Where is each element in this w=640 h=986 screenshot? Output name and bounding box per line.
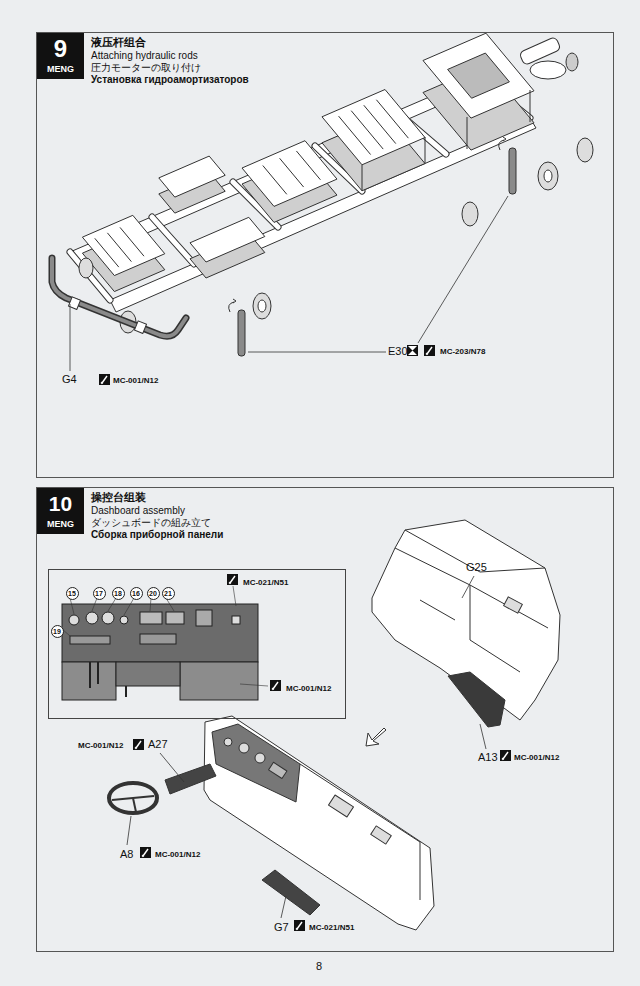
paint-code: MC-001/N12 bbox=[155, 850, 200, 859]
paint-code: MC-001/N12 bbox=[78, 741, 123, 750]
step-badge: 9MENG bbox=[37, 33, 84, 79]
step-title: Dashboard assembly bbox=[91, 505, 185, 517]
leader-line bbox=[127, 753, 286, 918]
part-name: E30 bbox=[388, 345, 408, 358]
step-title: 操控台组装 bbox=[91, 491, 146, 504]
callout-number: 16 bbox=[130, 587, 143, 600]
chassis-drawing bbox=[66, 33, 593, 333]
part-name: G4 bbox=[62, 373, 77, 386]
cut-icon bbox=[408, 346, 418, 356]
part-name: A27 bbox=[148, 738, 168, 751]
paint-icon bbox=[133, 739, 144, 750]
dashboard-assembly bbox=[109, 716, 434, 930]
step-badge: 10MENG bbox=[37, 488, 84, 534]
paint-code: MC-001/N12 bbox=[113, 376, 158, 385]
paint-code: MC-021/N51 bbox=[309, 923, 354, 932]
paint-code: MC-001/N12 bbox=[286, 684, 331, 693]
callout-number: 19 bbox=[51, 625, 64, 638]
part-name: A8 bbox=[120, 848, 133, 861]
paint-icon bbox=[424, 345, 435, 356]
step-panel: 操控台组装Dashboard assemblyダッシュボードの組み立てСборк… bbox=[36, 487, 614, 952]
step-title: ダッシュボードの組み立て bbox=[91, 517, 211, 529]
detail-inset: 15 17 18 16 2021 19 MC-021/N51MC-001/N12 bbox=[48, 569, 346, 719]
step-title: 圧力モーターの取り付け bbox=[91, 62, 201, 74]
paint-icon bbox=[270, 680, 281, 691]
brand-logo: MENG bbox=[37, 519, 84, 529]
part-name: G25 bbox=[466, 561, 487, 574]
step-panel: 液压杆组合Attaching hydraulic rods圧力モーターの取り付け… bbox=[36, 32, 614, 478]
step-title: Attaching hydraulic rods bbox=[91, 50, 198, 62]
page-number: 8 bbox=[316, 960, 322, 973]
step-title: Установка гидроамортизаторов bbox=[91, 74, 249, 86]
part-name: G7 bbox=[274, 921, 289, 934]
callout-number: 15 bbox=[66, 587, 79, 600]
step-title: Сборка приборной панели bbox=[91, 529, 223, 541]
callout-number: 17 bbox=[93, 587, 106, 600]
dashboard-front-view bbox=[62, 604, 258, 700]
paint-icon bbox=[99, 374, 110, 385]
paint-icon bbox=[140, 847, 151, 858]
paint-icon bbox=[294, 920, 305, 931]
callout-number: 21 bbox=[162, 587, 175, 600]
callout-number: 18 bbox=[112, 587, 125, 600]
paint-icon bbox=[500, 750, 511, 761]
part-name: A13 bbox=[478, 751, 498, 764]
step-number: 10 bbox=[37, 492, 84, 516]
dashboard-shell bbox=[366, 520, 560, 746]
leader-line bbox=[70, 196, 508, 371]
paint-icon bbox=[227, 574, 238, 585]
step-number: 9 bbox=[37, 35, 84, 63]
paint-code: MC-001/N12 bbox=[514, 753, 559, 762]
anti-roll-bar bbox=[52, 258, 186, 336]
step-title: 液压杆组合 bbox=[91, 36, 146, 49]
paint-code: MC-021/N51 bbox=[243, 578, 288, 587]
callout-number: 20 bbox=[147, 587, 160, 600]
callout-leader bbox=[62, 598, 174, 636]
brand-logo: MENG bbox=[37, 64, 84, 74]
leader-line bbox=[462, 576, 486, 749]
hydraulic-rod bbox=[229, 137, 516, 356]
paint-code: MC-203/N78 bbox=[440, 347, 485, 356]
